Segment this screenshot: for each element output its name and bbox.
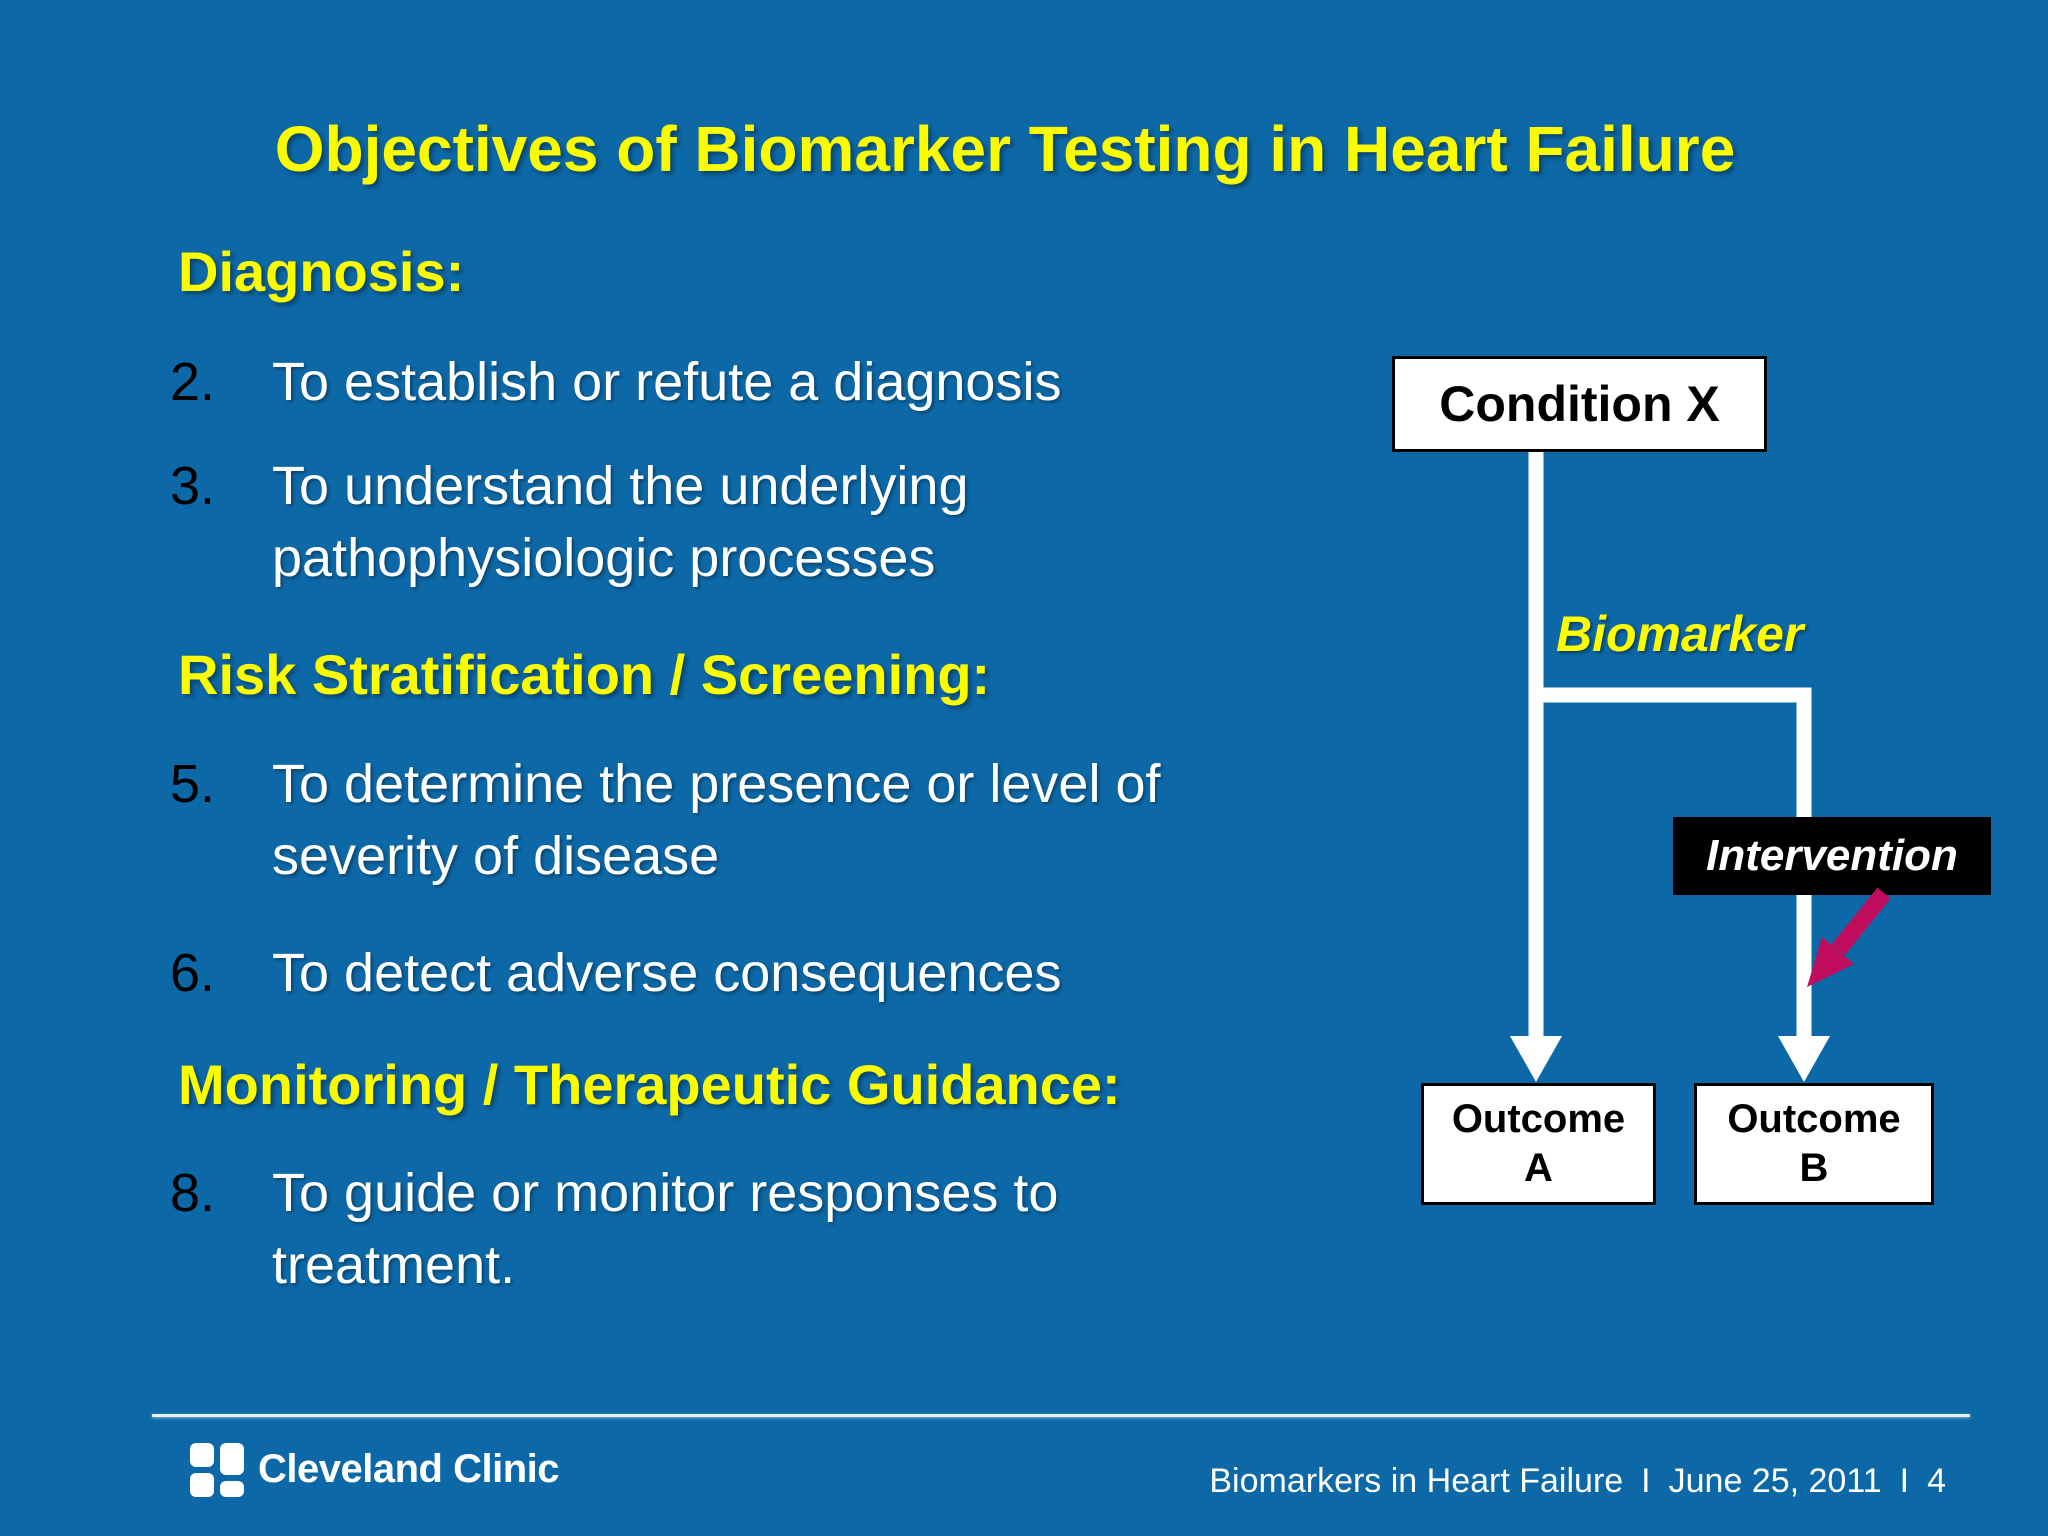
outcome-b-line2: B — [1799, 1146, 1829, 1190]
list-item: 3. To understand the underlying pathophy… — [170, 450, 969, 594]
section-heading-risk-stratification: Risk Stratification / Screening: — [178, 643, 991, 706]
list-item: 8. To guide or monitor responses to trea… — [170, 1157, 1058, 1301]
outcome-a-line1: Outcome — [1451, 1097, 1626, 1142]
outcome-b-box: Outcome B — [1694, 1083, 1934, 1205]
section-heading-monitoring: Monitoring / Therapeutic Guidance: — [178, 1053, 1121, 1116]
footer-separator: I — [1641, 1462, 1651, 1500]
list-item-number: 5. — [170, 754, 216, 814]
arrowhead-outcome-b — [1778, 1036, 1830, 1082]
list-item-number: 8. — [170, 1163, 216, 1223]
footer-divider — [152, 1414, 1970, 1417]
outcome-a-box: Outcome A — [1421, 1083, 1656, 1205]
footer-separator: I — [1899, 1462, 1910, 1500]
list-item-text: To understand the underlying pathophysio… — [272, 456, 969, 588]
condition-x-label: Condition X — [1439, 376, 1720, 432]
footer-presentation-title: Biomarkers in Heart Failure — [1209, 1462, 1624, 1500]
outcome-b-line1: Outcome — [1727, 1097, 1901, 1142]
list-item-number: 6. — [170, 943, 216, 1003]
section-heading-diagnosis: Diagnosis: — [178, 240, 465, 303]
cleveland-clinic-logo-text: Cleveland Clinic — [258, 1447, 559, 1491]
logo-block — [190, 1443, 214, 1467]
outcome-a-label: Outcome A — [1452, 1095, 1625, 1193]
list-item-text: To determine the presence or level of se… — [272, 754, 1161, 886]
list-item-number: 2. — [170, 352, 216, 412]
list-item-number: 3. — [170, 456, 216, 516]
outcome-b-label: Outcome B — [1727, 1095, 1900, 1193]
outcome-a-line2: A — [1524, 1146, 1553, 1190]
list-item-text: To detect adverse consequences — [272, 943, 1062, 1003]
cleveland-clinic-logo-icon — [190, 1443, 244, 1497]
list-item: 6. To detect adverse consequences — [170, 937, 1062, 1009]
page-title: Objectives of Biomarker Testing in Heart… — [274, 113, 1736, 185]
logo-block — [220, 1481, 244, 1497]
logo-block — [220, 1443, 244, 1475]
list-item-text: To guide or monitor responses to treatme… — [272, 1163, 1059, 1295]
condition-x-box: Condition X — [1392, 356, 1767, 452]
list-item-text: To establish or refute a diagnosis — [272, 352, 1062, 412]
intervention-box: Intervention — [1673, 817, 1991, 895]
list-item: 5. To determine the presence or level of… — [170, 748, 1161, 892]
footer-info: Biomarkers in Heart Failure I June 25, 201… — [1209, 1462, 1946, 1501]
logo-block — [190, 1473, 214, 1497]
list-item: 2. To establish or refute a diagnosis — [170, 346, 1061, 418]
biomarker-label: Biomarker — [1556, 606, 1804, 662]
intervention-label: Intervention — [1706, 831, 1958, 880]
footer-page-number: 4 — [1927, 1462, 1946, 1500]
biomarker-branch-line — [1536, 687, 1812, 1040]
arrowhead-outcome-a — [1510, 1036, 1562, 1082]
footer-date: June 25, 2011 — [1668, 1462, 1882, 1500]
